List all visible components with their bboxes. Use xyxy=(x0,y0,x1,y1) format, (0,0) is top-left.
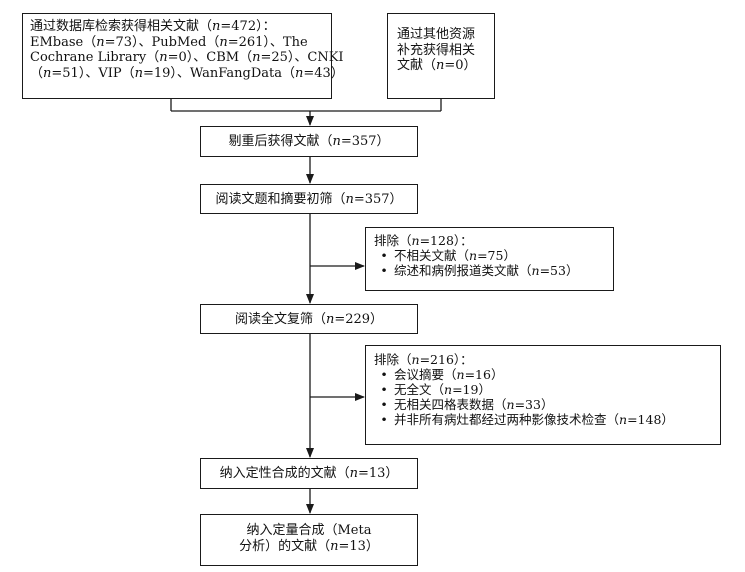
bullet-icon: • xyxy=(380,382,388,397)
dedup-text: 剔重后获得文献（n=357） xyxy=(228,134,390,149)
quantitative-synthesis-box: 纳入定量合成（Meta 分析）的文献（n=13） xyxy=(200,514,418,566)
quantitative-line-1: 纳入定量合成（Meta xyxy=(246,523,372,538)
list-item: •无全文（n=19） xyxy=(374,382,720,397)
fulltext-text: 阅读全文复筛（n=229） xyxy=(234,312,384,327)
screening-box: 阅读文题和摘要初筛（n=357） xyxy=(200,184,418,214)
other-sources-line-2: 补充获得相关 xyxy=(397,42,476,58)
identified-other-sources-box: 通过其他资源 补充获得相关 文献（n=0） xyxy=(387,13,495,99)
exclusion-1-header: 排除（n=128）： xyxy=(374,233,473,248)
list-item: •无相关四格表数据（n=33） xyxy=(374,397,720,412)
identified-database-box: 通过数据库检索获得相关文献（n=472）： EMbase（n=73）、PubMe… xyxy=(22,13,344,99)
dedup-box: 剔重后获得文献（n=357） xyxy=(200,126,418,157)
bullet-icon: • xyxy=(380,367,388,382)
identified-db-line-3: Cochrane Library（n=0）、CBM（n=25）、CNKI xyxy=(30,50,344,65)
fulltext-box: 阅读全文复筛（n=229） xyxy=(200,304,418,334)
bullet-icon: • xyxy=(380,412,388,427)
list-item: •会议摘要（n=16） xyxy=(374,367,720,382)
qualitative-synthesis-box: 纳入定性合成的文献（n=13） xyxy=(200,458,418,489)
exclusion-1-list: •不相关文献（n=75） •综述和病例报道类文献（n=53） xyxy=(374,248,613,278)
exclusion-box-1: 排除（n=128）： •不相关文献（n=75） •综述和病例报道类文献（n=53… xyxy=(365,227,614,291)
list-item: •不相关文献（n=75） xyxy=(374,248,613,263)
exclusion-2-header: 排除（n=216）： xyxy=(374,352,473,367)
other-sources-line-1: 通过其他资源 xyxy=(397,27,476,42)
quantitative-line-2: 分析）的文献（n=13） xyxy=(239,538,379,554)
exclusion-2-list: •会议摘要（n=16） •无全文（n=19） •无相关四格表数据（n=33） •… xyxy=(374,367,720,427)
bullet-icon: • xyxy=(380,397,388,412)
bullet-icon: • xyxy=(380,248,388,263)
list-item: •综述和病例报道类文献（n=53） xyxy=(374,263,613,278)
list-item: •并非所有病灶都经过两种影像技术检查（n=148） xyxy=(374,412,720,427)
bullet-icon: • xyxy=(380,263,388,278)
identified-db-line-2: EMbase（n=73）、PubMed（n=261）、The xyxy=(30,34,308,50)
identified-db-line-4: （n=51）、VIP（n=19）、WanFangData（n=43） xyxy=(30,65,344,81)
identified-db-line-1: 通过数据库检索获得相关文献（n=472）： xyxy=(30,19,276,34)
screening-text: 阅读文题和摘要初筛（n=357） xyxy=(215,192,403,207)
other-sources-line-3: 文献（n=0） xyxy=(397,58,477,73)
exclusion-box-2: 排除（n=216）： •会议摘要（n=16） •无全文（n=19） •无相关四格… xyxy=(365,345,721,445)
qualitative-text: 纳入定性合成的文献（n=13） xyxy=(219,466,399,481)
